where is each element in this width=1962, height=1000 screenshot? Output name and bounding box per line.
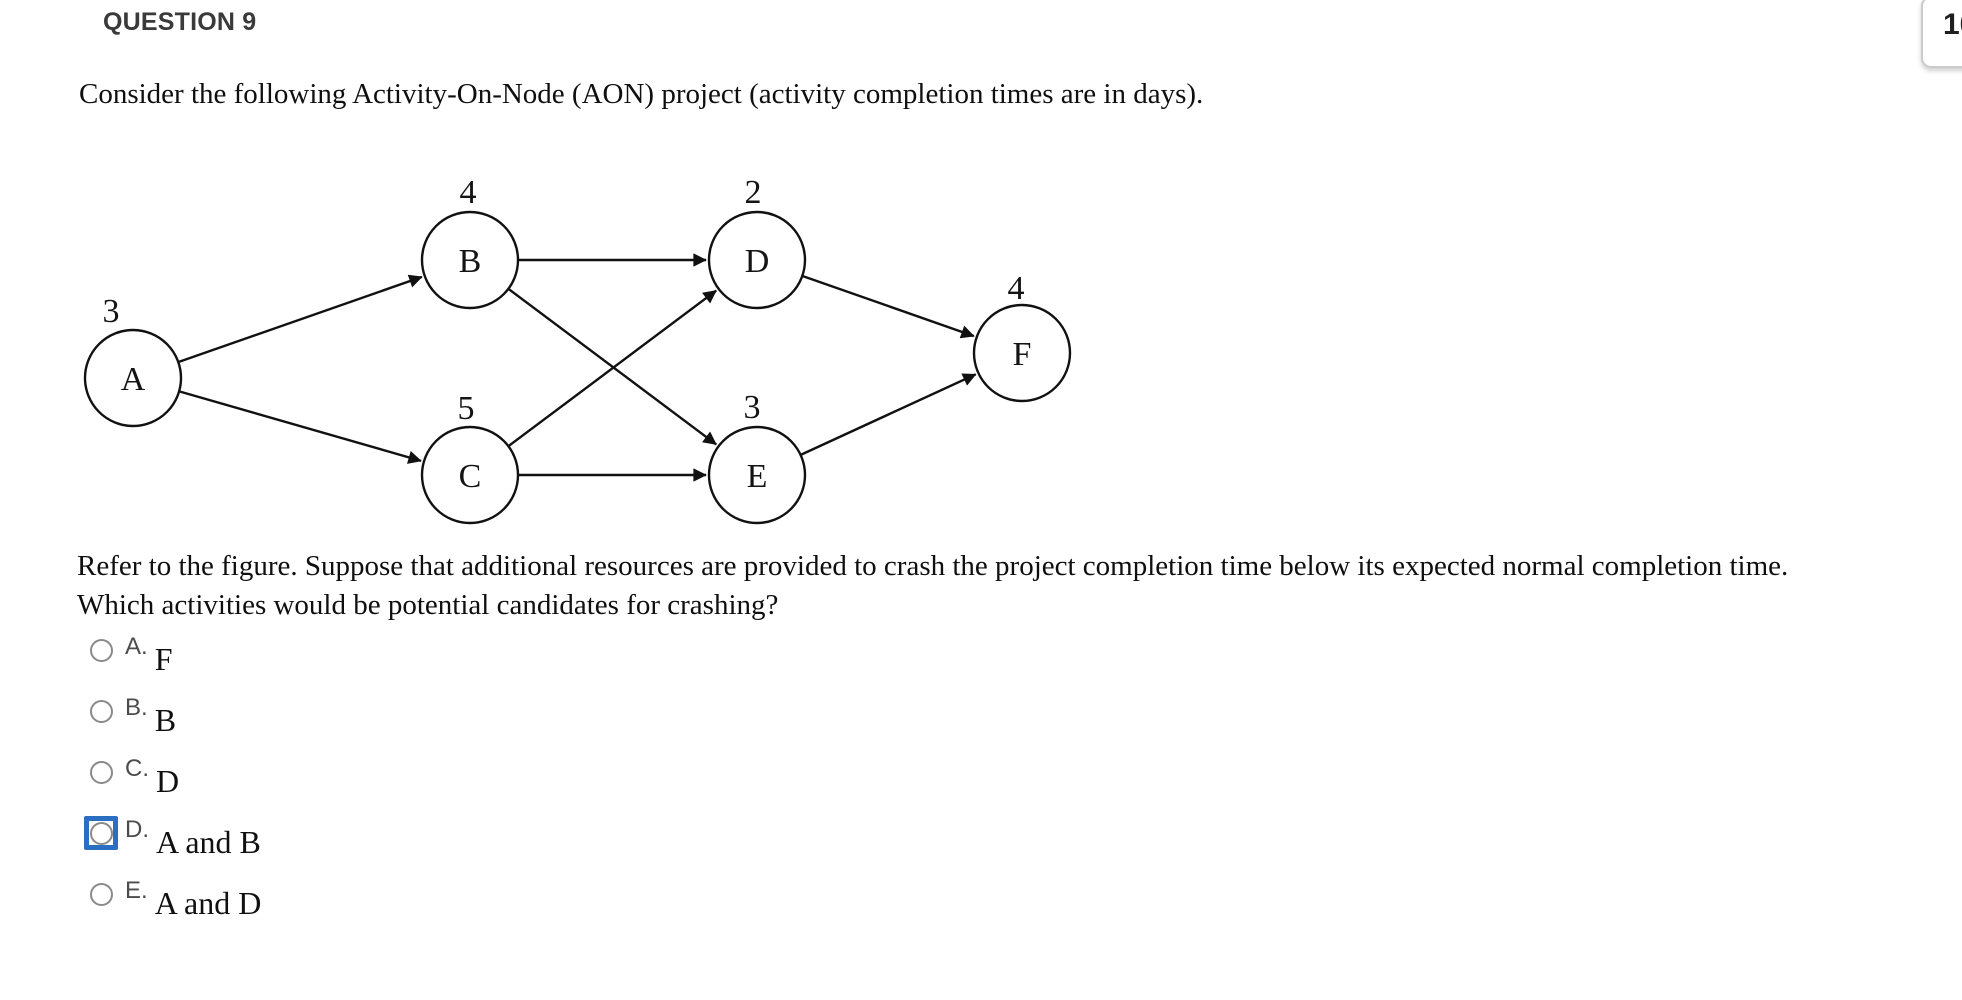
node-label-C: C <box>459 458 482 495</box>
edge-A-C <box>179 390 422 464</box>
option-text: D <box>156 763 180 799</box>
node-duration-C: 5 <box>458 390 475 427</box>
option-letter: B. <box>125 694 148 721</box>
radio-wrap <box>84 694 118 728</box>
option-text: A and D <box>154 885 262 921</box>
option-text: B <box>154 702 177 738</box>
node-label-A: A <box>121 361 146 398</box>
node-circle-A <box>83 328 183 428</box>
option-letter: E. <box>125 877 148 904</box>
activity-node-B: B4 <box>420 174 520 310</box>
node-label-B: B <box>459 243 482 280</box>
activity-node-A: A3 <box>83 293 183 428</box>
edge-E-F <box>800 373 977 456</box>
node-duration-A: 3 <box>103 293 120 330</box>
activity-node-E: E3 <box>707 389 807 525</box>
radio-button[interactable] <box>89 699 113 723</box>
option-text: A and B <box>156 824 261 860</box>
radio-button[interactable] <box>89 821 113 845</box>
radio-button[interactable] <box>89 882 113 906</box>
node-circle-F <box>972 303 1072 403</box>
radio-button[interactable] <box>89 760 113 784</box>
option-row-b: B.B <box>84 691 261 752</box>
node-label-F: F <box>1013 336 1032 373</box>
node-circle-E <box>707 425 807 525</box>
activity-node-C: C5 <box>420 390 520 525</box>
node-duration-D: 2 <box>745 174 762 211</box>
node-duration-E: 3 <box>744 389 761 426</box>
question-paragraph: Refer to the figure. Suppose that additi… <box>77 550 1803 621</box>
node-duration-B: 4 <box>460 174 477 211</box>
radio-button[interactable] <box>89 638 113 662</box>
edge-D-F <box>802 275 975 339</box>
option-row-c: C. D <box>84 752 261 813</box>
radio-focus-ring <box>84 816 118 850</box>
node-circle-B <box>420 210 520 310</box>
points-value: 10 <box>1943 8 1962 41</box>
activity-node-F: F4 <box>972 270 1072 403</box>
intro-paragraph: Consider the following Activity-On-Node … <box>79 78 1204 110</box>
node-label-D: D <box>745 243 770 280</box>
option-row-a: A.F <box>84 630 261 691</box>
option-letter: A. <box>125 633 148 660</box>
radio-wrap <box>84 877 118 911</box>
option-row-e: E.A and D <box>84 874 261 935</box>
option-text: F <box>154 641 173 677</box>
edge-C-D <box>508 289 717 447</box>
radio-wrap <box>84 755 118 789</box>
option-letter: D. <box>125 816 149 843</box>
activity-node-D: D2 <box>707 174 807 310</box>
option-row-d: D. A and B <box>84 813 261 874</box>
node-duration-F: 4 <box>1008 270 1025 307</box>
points-badge: 10 <box>1921 0 1962 68</box>
node-circle-C <box>420 425 520 525</box>
edge-A-B <box>178 274 423 363</box>
node-circle-D <box>707 210 807 310</box>
question-title: QUESTION 9 <box>103 8 257 36</box>
diagram-edges <box>178 253 977 482</box>
node-label-E: E <box>747 458 768 495</box>
radio-wrap <box>84 633 118 667</box>
option-letter: C. <box>125 755 149 782</box>
